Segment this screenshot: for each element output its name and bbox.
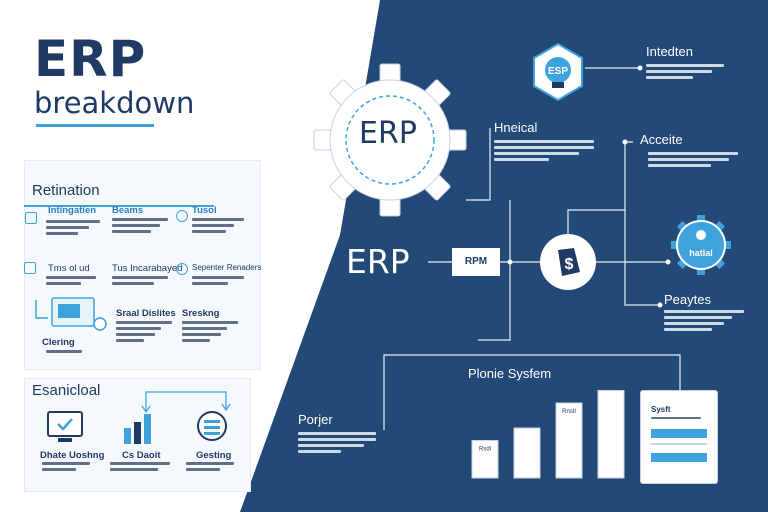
page-title: ERP xyxy=(34,30,147,88)
monitor-check-icon xyxy=(47,411,83,442)
bottom-label-1: Dhate Uoshng xyxy=(40,450,105,461)
text-block xyxy=(646,64,724,82)
retination-title: Retination xyxy=(32,182,100,199)
bar-label: Rnstl xyxy=(562,409,576,415)
col-integration: Intingatien xyxy=(48,205,97,216)
center-erp-label: ERP xyxy=(346,242,410,281)
esanicloal-title: Esanicloal xyxy=(32,382,101,399)
text-block xyxy=(192,276,244,288)
text-block xyxy=(112,276,168,288)
dollar-tag-icon: $ xyxy=(540,234,596,290)
peaytes-label: Peaytes xyxy=(664,292,711,307)
sresking-label: Sreskng xyxy=(182,308,220,319)
text-block xyxy=(192,218,244,236)
text-block xyxy=(46,220,100,238)
text-block xyxy=(651,417,701,422)
text-block xyxy=(186,462,234,474)
chart-icon xyxy=(124,414,151,444)
acceite-label: Acceite xyxy=(640,132,683,147)
check-circle-icon xyxy=(176,210,188,222)
platform-bar-chart: Rsdl Rnstl xyxy=(471,390,625,479)
sysft-title: Sysft xyxy=(651,405,671,414)
bar-label: Rsdl xyxy=(479,447,491,453)
text-block xyxy=(664,310,744,334)
chat-icon xyxy=(197,411,227,441)
divider xyxy=(651,443,707,445)
bar-3 xyxy=(555,402,583,479)
platform-title: Plonie Sysfem xyxy=(468,366,552,381)
row2-label-c: Sepenter Renaders xyxy=(192,263,262,272)
text-block xyxy=(46,350,82,356)
svg-text:ESP: ESP xyxy=(548,66,568,77)
sysft-panel: Sysft xyxy=(640,390,718,484)
text-block xyxy=(648,152,738,170)
divider xyxy=(24,205,214,207)
bar-2 xyxy=(513,427,541,479)
arrow-connector xyxy=(141,391,231,414)
text-block xyxy=(298,432,376,456)
text-block xyxy=(42,462,90,474)
checkbox-icon xyxy=(25,212,37,224)
gear-label: ERP xyxy=(359,116,417,151)
svg-text:$: $ xyxy=(565,256,574,273)
bar-1 xyxy=(471,440,499,479)
checkbox-icon xyxy=(24,262,36,274)
settings-badge-icon xyxy=(671,215,731,275)
bottom-label-2: Cs Daoit xyxy=(122,450,161,461)
hneical-label: Hneical xyxy=(494,120,538,135)
lightbulb-icon: ESP xyxy=(533,42,583,102)
gear-icon xyxy=(313,63,467,217)
col-beams: Beams xyxy=(112,205,144,216)
panel-button-1[interactable] xyxy=(651,429,707,438)
check-circle-icon xyxy=(176,263,188,275)
text-block xyxy=(116,321,172,345)
text-block xyxy=(110,462,170,474)
bar-4 xyxy=(597,390,625,479)
page-subtitle: breakdown xyxy=(34,86,195,120)
row2-label-a: Tms ol ud xyxy=(48,263,90,274)
text-block xyxy=(46,276,96,288)
sral-label: Sraal Dislites xyxy=(116,308,176,319)
rpm-box[interactable]: RPM xyxy=(452,248,500,276)
intedten-label: Intedten xyxy=(646,44,693,59)
text-block xyxy=(112,218,168,236)
title-underline xyxy=(36,124,154,127)
text-block xyxy=(182,321,238,345)
clering-label: Clering xyxy=(42,337,75,348)
badge-label: hatlal xyxy=(689,248,713,258)
text-block xyxy=(494,140,594,164)
bottom-label-3: Gesting xyxy=(196,450,232,461)
col-tusol: Tusol xyxy=(192,205,217,216)
monitor-icon xyxy=(35,297,107,331)
panel-button-2[interactable] xyxy=(651,453,707,462)
porjer-label: Porjer xyxy=(298,412,333,427)
row2-label-b: Tus Incarabayed xyxy=(112,263,183,274)
